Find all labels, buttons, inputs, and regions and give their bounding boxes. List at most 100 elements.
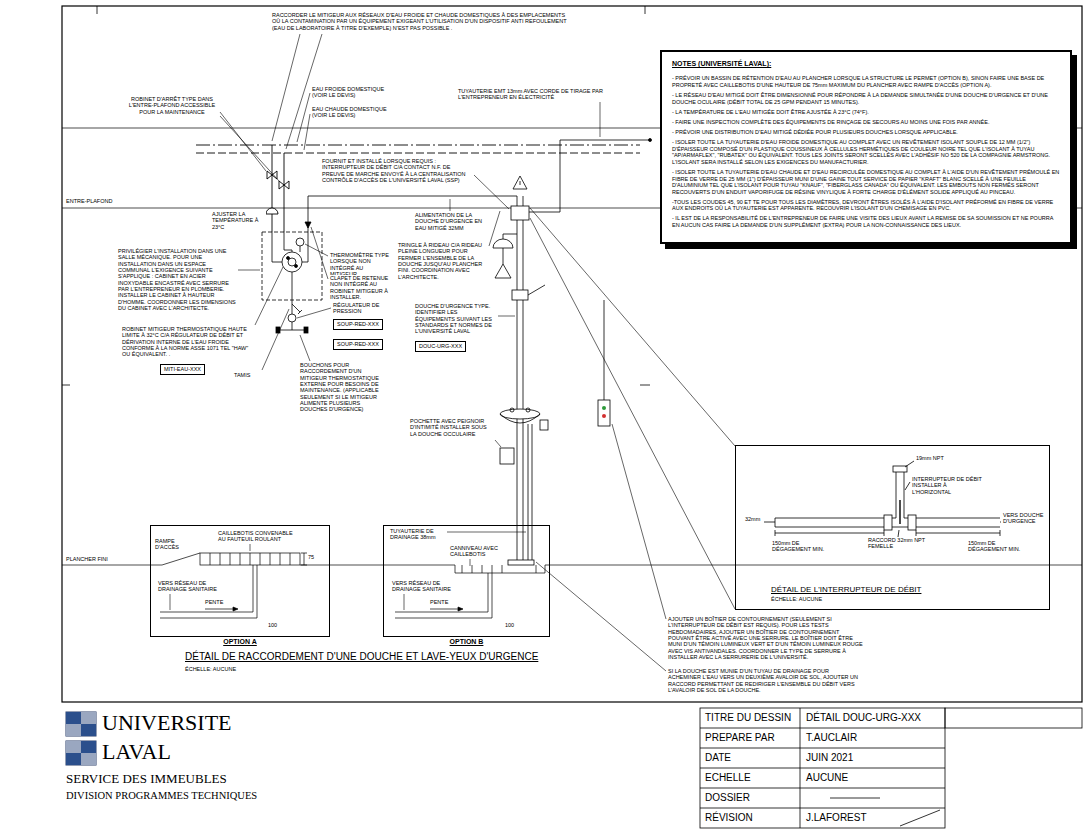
mixing-valve-cabinet (292, 304, 302, 314)
emergency-shower (604, 300, 605, 400)
domestic-water-pipes (267, 171, 277, 179)
mixing-valve-cabinet (304, 327, 308, 333)
mixing-valve-cabinet (295, 265, 298, 268)
callout-note: CANNIVEAU AVEC CAILLEBOTIS (450, 545, 508, 558)
equipment-tag: MITI-EAU-XXX (160, 364, 205, 375)
detail-frame: DÉTAIL DE L'INTERRUPTEUR DE DÉBITÉCHELLE… (735, 445, 1050, 610)
tag-code: DOUC-URG-XXX (419, 343, 462, 350)
emergency-shower (500, 448, 514, 464)
callout-note: SI LA DOUCHE EST MUNIE D'UN TUYAU DE DRA… (668, 668, 863, 693)
flow-switch-detail-art (764, 522, 775, 523)
emergency-shower (510, 408, 514, 412)
mixing-valve-cabinet (287, 257, 290, 260)
callout-note: THERMOMÈTRE TYPE LORSQUE NON INTÉGRÉ AU … (330, 252, 392, 277)
callout-note: DOUCHE D'URGENCE TYPE. IDENTIFIER LES ÉQ… (415, 303, 497, 335)
note-text: - LA TEMPÉRATURE DE L'EAU MITIGÉE DOIT Ê… (672, 109, 1060, 116)
callout-note: ÉCHELLE: AUCUNE (185, 666, 236, 672)
callout-note: EAU CHAUDE DOMESTIQUE (VOIR LE DEVIS) (312, 106, 400, 119)
leader-lines (470, 559, 471, 566)
leader-lines (489, 211, 500, 246)
flow-switch-detail-art (904, 518, 1000, 519)
title-block-grid (700, 748, 945, 749)
title-block-grid (830, 798, 880, 799)
emergency-shower (511, 206, 529, 220)
emergency-shower (528, 285, 545, 295)
note-text: - IL EST DE LA RESPONSABILITÉ DE L'ENTRE… (672, 215, 1060, 228)
emergency-shower (532, 424, 533, 565)
leader-lines (272, 34, 300, 141)
university-emblem (66, 724, 81, 736)
equipment-tag: SOUP-RED-XXX (333, 319, 383, 330)
drawing-title: DÉTAIL DE RACCORDEMENT D'UNE DOUCHE ET L… (185, 651, 538, 662)
callout-note: RACCORDER LE MITIGEUR AUX RÉSEAUX D'EAU … (272, 12, 572, 31)
callout-note: ROBINET MITIGEUR THERMOSTATIQUE HAUTE LI… (122, 326, 257, 358)
detail-callout: RACCORD 32mm NPT FEMELLE (868, 537, 928, 550)
dimension: 100 (505, 622, 514, 628)
domestic-water-pipes (196, 145, 640, 146)
university-emblem (81, 753, 96, 765)
leader-lines (450, 199, 451, 211)
university-emblem (81, 724, 96, 736)
logo-text: LAVAL (102, 740, 171, 764)
option-a-base (301, 565, 307, 566)
notes-panel: NOTES (UNIVERSITÉ LAVAL):- PRÉVOIR UN BA… (660, 50, 1072, 244)
mixing-valve-cabinet (288, 314, 296, 322)
flow-switch-detail-art (775, 518, 896, 519)
sheet-frame (62, 6, 1082, 702)
emergency-shower (602, 406, 606, 410)
mixing-valve-cabinet (284, 232, 292, 252)
title-block-grid (700, 728, 945, 729)
leader-lines (600, 102, 601, 137)
detail-callout: 150mm DE DÉGAGEMENT MIN. (968, 540, 1030, 553)
logo-text: SERVICE DES IMMEUBLES (66, 772, 227, 786)
callout-note: CAILLEBOTIS CONVENABLE AU FAUTEUIL ROULA… (218, 530, 293, 543)
leader-lines (498, 316, 515, 317)
option-a-base (301, 553, 307, 554)
title-block-cell: DOSSIER (705, 792, 750, 804)
option-title: OPTION B (384, 638, 549, 645)
emergency-shower (495, 264, 511, 278)
emergency-shower (526, 408, 530, 412)
option-b-base (462, 565, 536, 573)
leader-lines (255, 267, 283, 325)
university-emblem (66, 712, 96, 765)
option-b-base (488, 573, 489, 612)
detail-title: ÉCHELLE: AUCUNE (771, 596, 1049, 602)
mixing-valve-cabinet (296, 238, 304, 246)
title-block-cell: RÉVISION (705, 812, 753, 824)
university-emblem (81, 712, 96, 724)
leader-lines (447, 532, 526, 533)
emergency-shower (513, 176, 527, 189)
flow-switch-detail-art (916, 530, 917, 536)
flow-switch-detail-art (884, 530, 885, 536)
leader-lines (238, 270, 260, 271)
flow-switch-detail-art (905, 482, 910, 490)
title-block-cell: JUIN 2021 (806, 752, 853, 764)
callout-note: ROBINET D'ARRÊT TYPE DANS L'ENTRE-PLAFON… (126, 96, 218, 115)
leader-lines (311, 227, 328, 279)
callout-note: CLAPET DE RETENUE NON INTÉGRÉ AU ROBINET… (330, 275, 396, 300)
title-block-grid (700, 788, 945, 789)
emergency-shower (529, 140, 650, 212)
university-emblem (66, 712, 81, 724)
mixing-valve-cabinet (305, 222, 311, 228)
note-text: -TOUS LES COUDES 45, 90 ET TE POUR TOUS … (672, 199, 1060, 212)
domestic-water-pipes (279, 181, 289, 189)
university-emblem (66, 741, 96, 765)
domestic-water-pipes (266, 208, 278, 214)
ceiling-floor-lines (62, 128, 1082, 565)
callout-note: TAMIS (234, 372, 250, 378)
emergency-shower (602, 414, 606, 418)
emergency-shower (523, 196, 524, 560)
callout-note: RÉGULATEUR DE PRESSION (333, 302, 388, 315)
leader-lines (304, 114, 310, 150)
detail-callout: 150mm DE DÉGAGEMENT MIN. (772, 540, 834, 553)
leader-lines (536, 562, 666, 671)
title-block-cell: T.AUCLAIR (806, 732, 857, 744)
leader-lines (495, 440, 501, 447)
option-a-base (253, 565, 254, 612)
title-block-grid (900, 810, 940, 826)
note-text: - ISOLER TOUTE LA TUYAUTERIE D'EAU CHAUD… (672, 169, 1060, 195)
option-a-base (205, 609, 233, 610)
